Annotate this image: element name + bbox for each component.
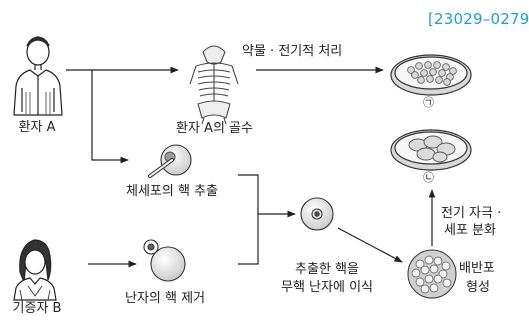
inject-label-line1: 추출한 핵을 — [295, 262, 359, 277]
patient-a-label: 환자 A — [18, 120, 56, 135]
donor-b-label: 기증자 B — [12, 301, 62, 316]
blastocyst-label-line1: 배반포 — [459, 261, 495, 276]
marker-1: ㉠ — [423, 96, 434, 109]
blastocyst — [407, 249, 457, 299]
blastocyst-label-line2: 형성 — [466, 280, 490, 295]
diagram-canvas — [13, 36, 472, 301]
skeleton-icon — [189, 45, 239, 125]
stimulation-label-line1: 전기 자극 · — [441, 206, 502, 221]
donor-b-figure — [13, 239, 57, 301]
egg-enucleation-label: 난자의 핵 제거 — [125, 291, 206, 306]
inject-label-line2: 무핵 난자에 이식 — [281, 280, 373, 295]
stimulation-label-line2: 세포 분화 — [444, 223, 496, 238]
patient-a-figure — [13, 36, 63, 116]
somatic-nucleus-label: 체세포의 핵 추출 — [126, 184, 218, 199]
egg-cell-with-nucleus — [143, 239, 186, 282]
reference-code: [23029–0279 — [428, 10, 529, 28]
culture-dish-1 — [390, 54, 472, 96]
flow-arrows — [66, 66, 436, 268]
marker-2: ㉡ — [423, 171, 434, 184]
reconstructed-egg — [300, 197, 334, 231]
somatic-cell — [148, 144, 192, 178]
drug-treatment-label: 약물 · 전기적 처리 — [242, 44, 343, 59]
diagram: [23029–0279 환자 A 기증자 B 약물 · 전기적 처리 환자 A의… — [12, 10, 529, 316]
culture-dish-2 — [390, 129, 472, 171]
bone-marrow-label: 환자 A의 골수 — [176, 121, 253, 136]
